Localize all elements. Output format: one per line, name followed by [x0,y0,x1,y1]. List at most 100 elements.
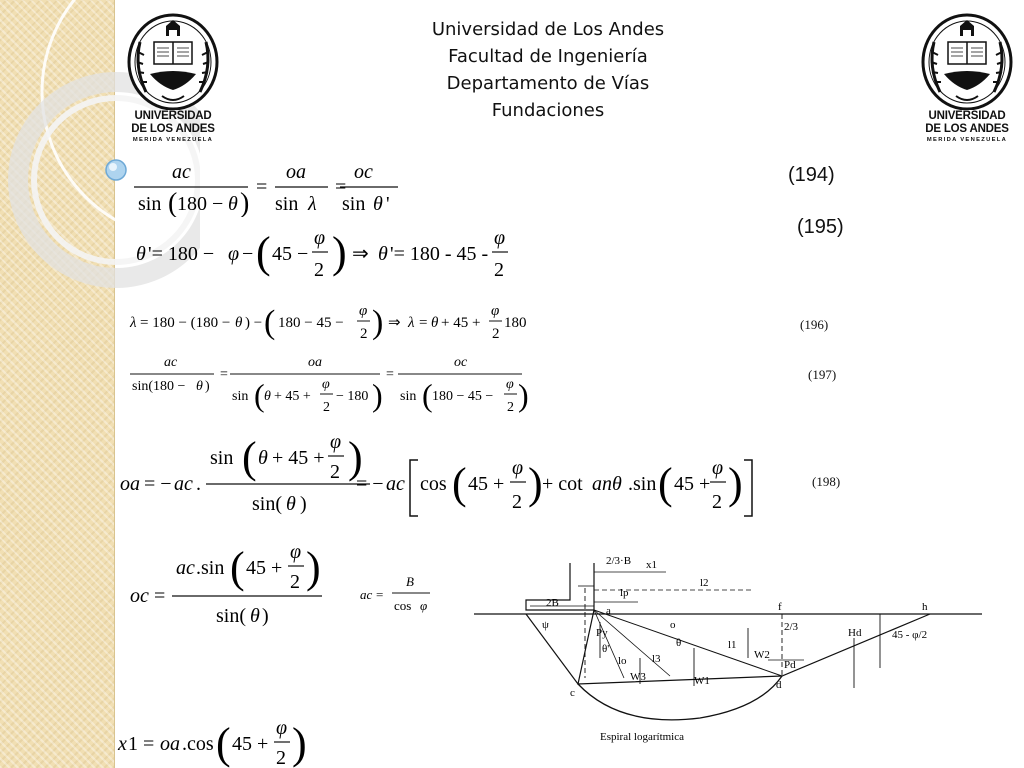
svg-text:(: ( [242,433,257,482]
svg-text:φ: φ [494,227,505,249]
svg-text:oc: oc [454,355,468,370]
equation-number-195: (195) [797,216,844,238]
svg-text:2: 2 [323,400,330,415]
label-l2: l2 [700,577,709,589]
equation-number-197: (197) [808,367,837,382]
svg-text:= −: = − [356,473,384,495]
course-name: Fundaciones [491,100,605,121]
svg-text:θ: θ [235,315,243,331]
svg-text:): ) [262,605,269,627]
svg-text:): ) [348,433,363,482]
svg-text:=: = [386,367,394,382]
header-block: Universidad de Los Andes Facultad de Ing… [380,16,716,124]
equation-x1: x 1 = oa .cos ( 45 + φ 2 ) [117,717,307,768]
svg-text:180 − 45 −: 180 − 45 − [278,315,344,331]
svg-text:): ) [292,719,307,768]
svg-text:ac: ac [176,557,195,579]
svg-text:φ: φ [506,377,514,392]
svg-text:oa: oa [160,733,180,755]
svg-text:.sin: .sin [628,473,656,495]
svg-text:2: 2 [507,400,514,415]
svg-text:2: 2 [314,259,324,281]
svg-text:θ: θ [136,243,146,265]
department-name: Departamento de Vías [446,73,650,94]
svg-text:⇒: ⇒ [352,243,369,265]
svg-text:45 +: 45 + [674,473,710,495]
svg-text:(: ( [254,377,265,413]
svg-text:anθ: anθ [592,473,622,495]
logo-location: MERIDA VENEZUELA [926,137,1008,143]
svg-text:B: B [406,574,414,589]
svg-text:θ: θ [250,605,260,627]
svg-text:ac: ac [360,587,373,602]
label-pd: Pd [784,659,796,671]
faculty-name: Facultad de Ingeniería [448,46,648,67]
equation-number-196: (196) [800,317,829,332]
university-logo-left: UNIVERSIDAD DE LOS ANDES MERIDA VENEZUEL… [126,12,220,152]
equation-ac: ac = B cos φ [360,574,430,613]
decorative-bullet-dot [105,159,127,181]
svg-text:2: 2 [712,491,722,513]
equation-198: oa = − ac . sin ( θ + 45 + φ 2 ) sin( θ … [120,431,753,517]
label-py: Py [596,627,608,639]
svg-text:oa: oa [120,473,140,495]
label-hd: Hd [848,627,862,639]
svg-text:+ 45 +: + 45 + [274,389,311,404]
failure-surface-diagram: 2/3·B x1 l2 lp 2B Py ψ θ' a o θ l1 lo l3… [474,555,982,743]
svg-text:oc: oc [130,585,149,607]
svg-text:'= 180 −: '= 180 − [148,243,214,265]
svg-text:2: 2 [494,259,504,281]
svg-text:): ) [528,459,543,508]
svg-text:=: = [154,585,165,607]
svg-text:45 +: 45 + [468,473,504,495]
university-name: Universidad de Los Andes [431,19,665,40]
svg-text:1 =: 1 = [128,733,154,755]
svg-text:φ: φ [276,717,287,739]
svg-text:45 −: 45 − [272,243,308,265]
label-l3: l3 [652,653,661,665]
label-45-minus-phi: 45 - φ/2 [892,629,927,641]
svg-text:): ) [372,377,383,413]
svg-text:λ: λ [407,315,415,331]
svg-text:=: = [220,367,228,382]
svg-text:oa: oa [286,161,306,183]
svg-text:2: 2 [290,571,300,593]
svg-text:sin(: sin( [216,605,246,627]
logo-name-line1: UNIVERSIDAD [134,110,212,122]
svg-text:ac: ac [172,161,191,183]
svg-text:): ) [306,543,321,592]
svg-text:θ: θ [286,493,296,515]
svg-text:180: 180 [504,315,527,331]
label-lp: lp [620,587,629,599]
decorative-arcs [8,0,200,288]
svg-text:=: = [419,315,427,331]
label-theta: θ [676,637,681,649]
svg-text:sin: sin [210,447,233,469]
svg-text:2: 2 [512,491,522,513]
svg-text:.cos: .cos [182,733,214,755]
label-h: h [922,601,928,613]
label-w2: W2 [754,649,770,661]
equation-oc: oc = ac .sin ( 45 + φ 2 ) sin( θ ) [130,541,322,627]
svg-text:(: ( [264,304,275,341]
svg-text:x: x [117,733,127,755]
svg-text:φ: φ [359,303,367,319]
svg-text:(: ( [422,377,433,413]
label-c: c [570,687,575,699]
equation-number-194: (194) [788,164,835,186]
svg-text:sin: sin [275,193,298,215]
label-o: o [670,619,676,631]
equation-196: λ = 180 − (180 − θ ) − ( 180 − 45 − φ 2 … [129,303,527,342]
svg-text:φ: φ [512,457,523,479]
svg-text:2: 2 [330,461,340,483]
svg-text:) −: ) − [245,315,262,331]
svg-text:θ: θ [378,243,388,265]
label-lo: lo [618,655,627,667]
label-x1: x1 [646,559,657,571]
svg-text:−: − [242,243,253,265]
svg-text:45 +: 45 + [232,733,268,755]
svg-text:θ: θ [264,389,271,404]
equation-number-198: (198) [812,474,841,489]
svg-text:ac: ac [174,473,193,495]
label-theta-prime: θ' [602,643,609,655]
